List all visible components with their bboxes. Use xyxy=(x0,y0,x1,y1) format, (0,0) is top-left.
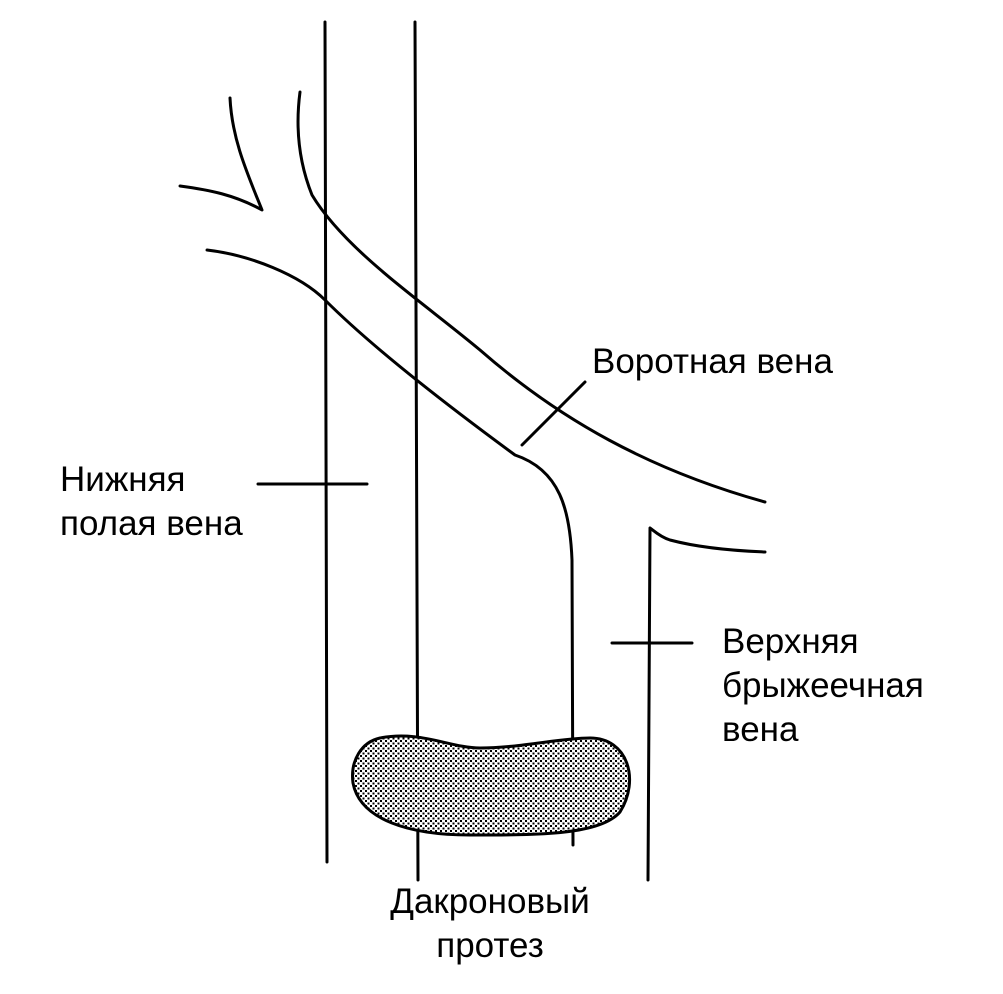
portal-vein-label: Воротная вена xyxy=(592,340,833,384)
smv-label-line1: Верхняя xyxy=(722,622,859,661)
ivc-left-wall xyxy=(323,20,329,864)
graft-label-line2: протез xyxy=(436,926,544,965)
portal-vein-upper-wall xyxy=(296,90,767,504)
graft-label-line1: Дакроновый xyxy=(390,882,590,921)
portal-vein-label-text: Воротная вена xyxy=(592,342,833,381)
smv-label: Верхняя брыжеечная вена xyxy=(722,620,924,752)
smv-wall xyxy=(646,526,767,882)
portal-vein-leader xyxy=(520,380,587,447)
smv-label-line2: брыжеечная xyxy=(722,666,924,705)
ivc-label-line2: полая вена xyxy=(60,504,243,543)
ivc-label: Нижняя полая вена xyxy=(60,458,243,546)
ivc-label-line1: Нижняя xyxy=(60,460,186,499)
graft-label: Дакроновый протез xyxy=(360,880,620,968)
dacron-graft xyxy=(351,734,631,837)
portal-vein-lower-wall xyxy=(205,248,575,847)
portal-branch-left xyxy=(178,96,264,212)
smv-label-line3: вена xyxy=(722,710,799,749)
